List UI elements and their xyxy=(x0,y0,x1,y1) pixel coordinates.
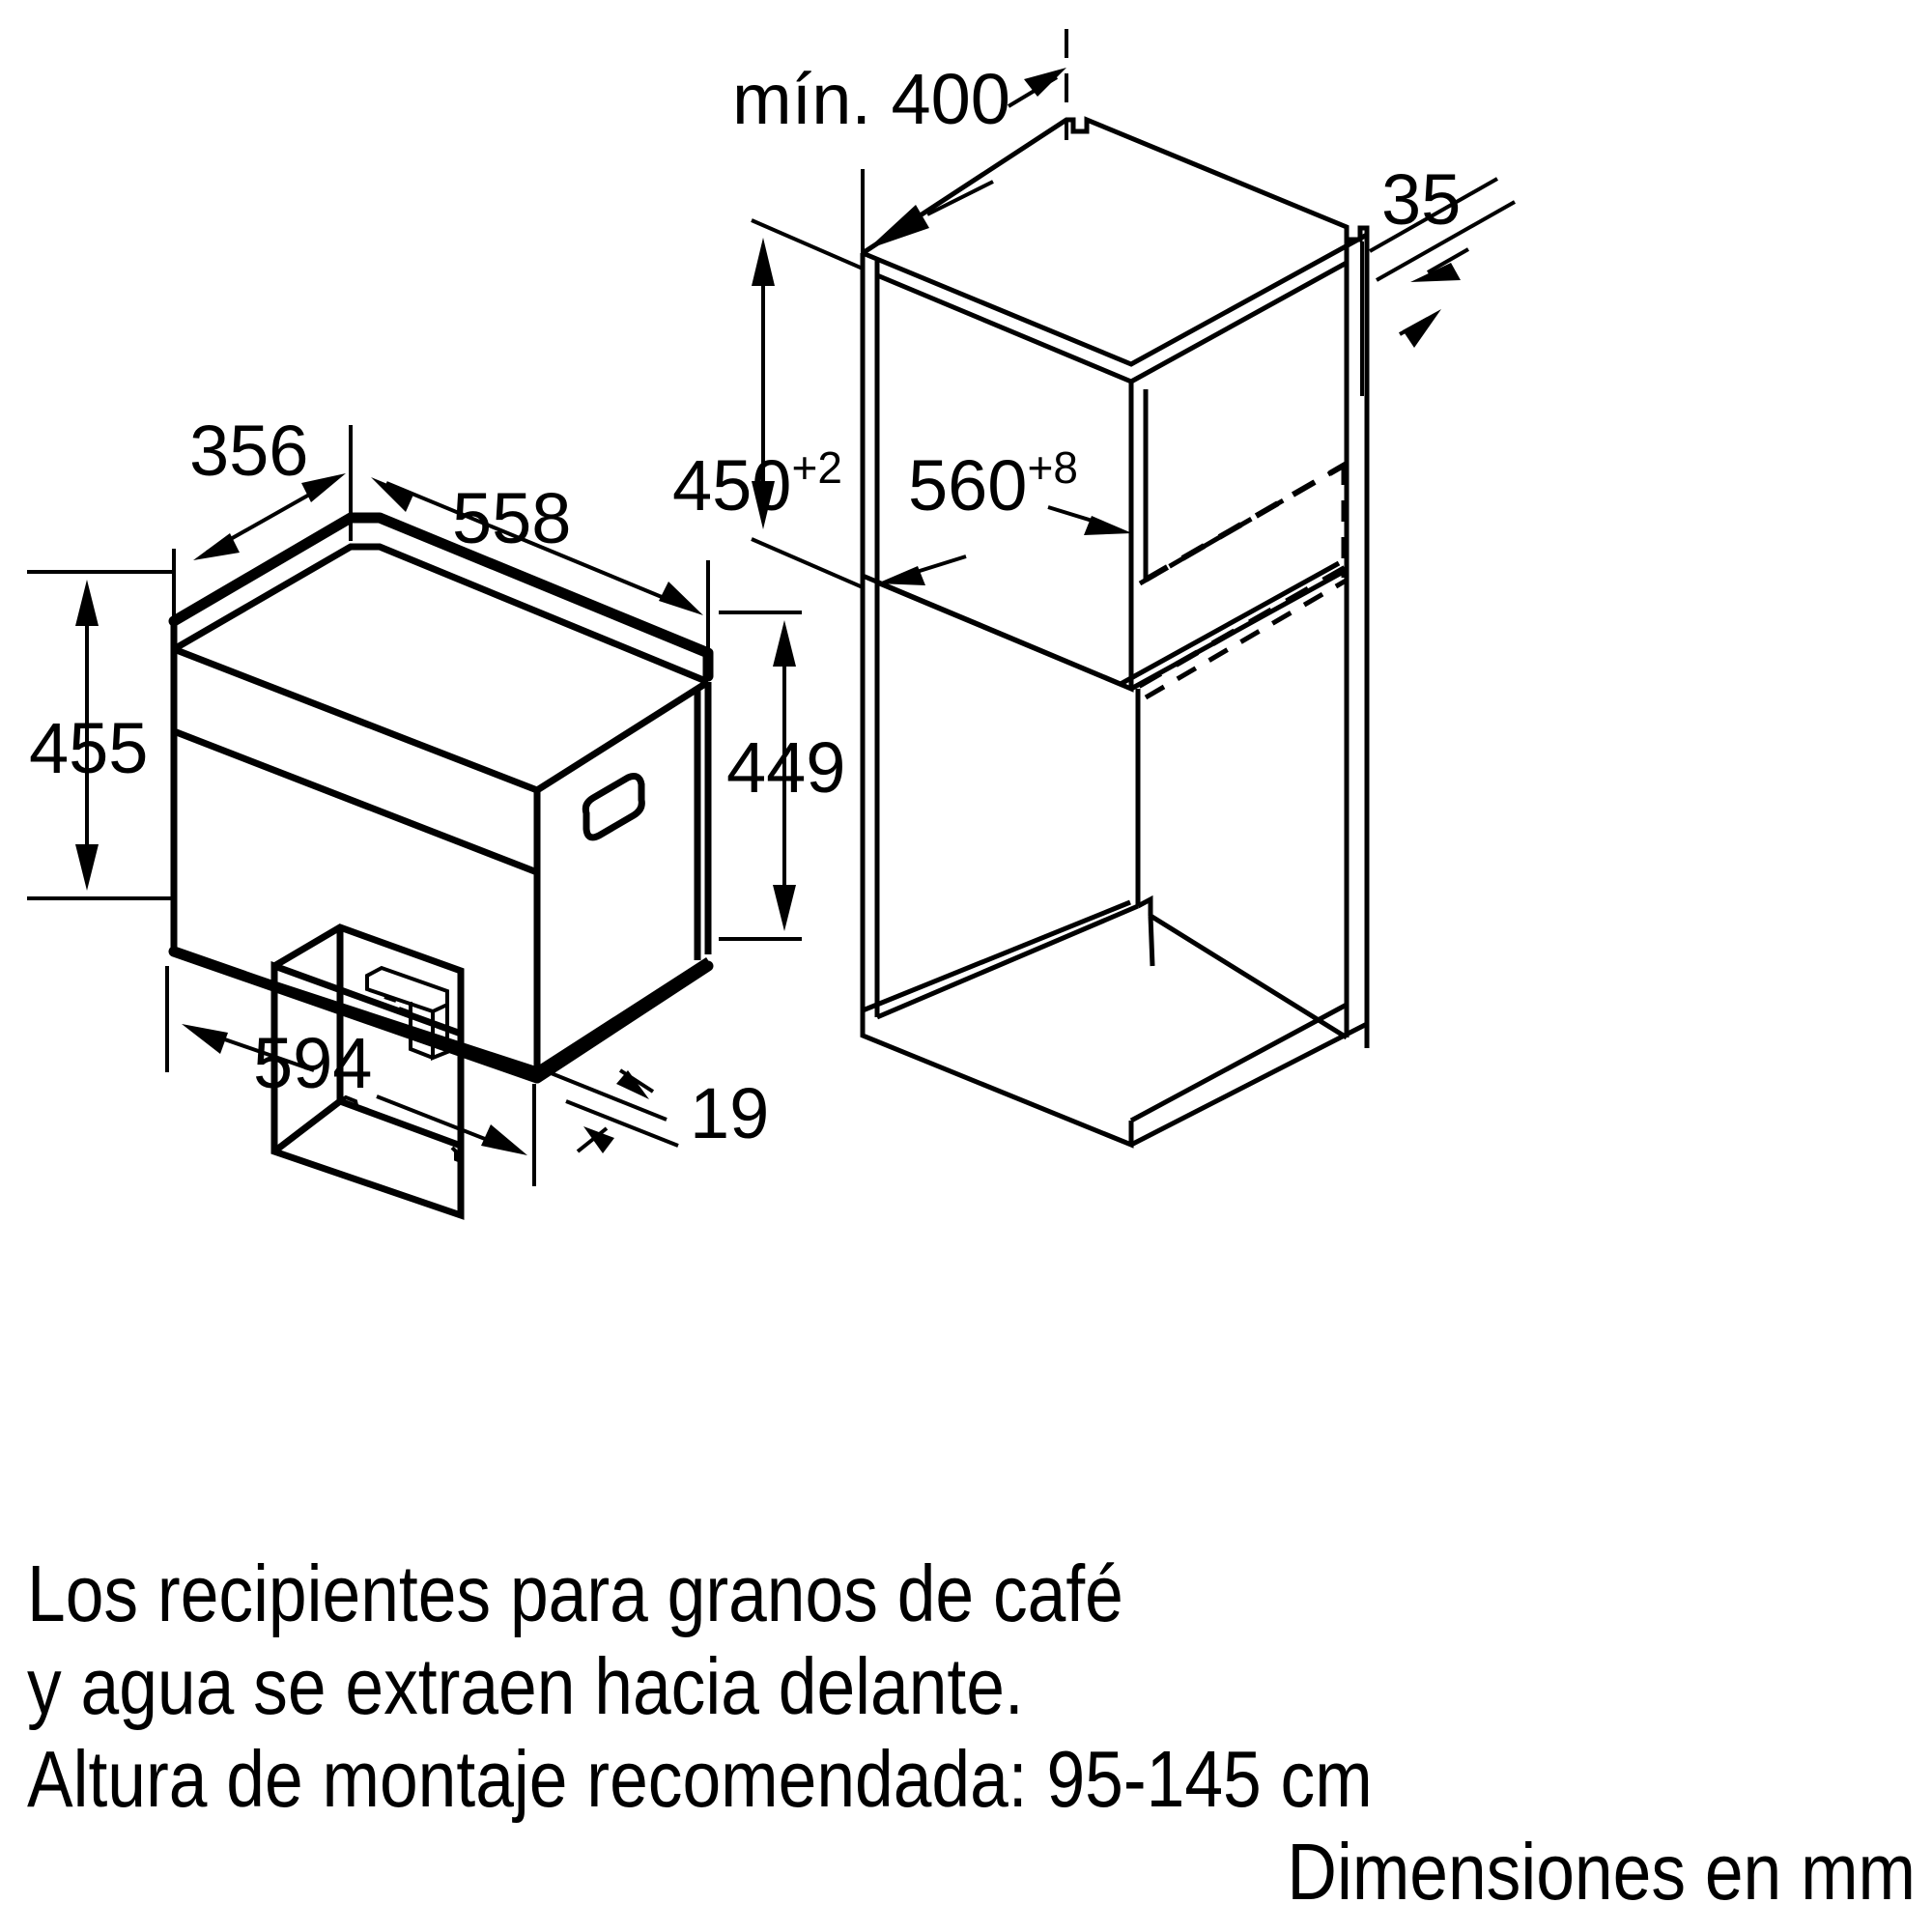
dim-label-356: 356 xyxy=(189,411,308,491)
appliance-front-panel xyxy=(170,649,541,1075)
dispenser-recess-floor xyxy=(338,1097,463,1150)
ext-line-450-top xyxy=(751,218,864,270)
coffee-dispenser-recess xyxy=(270,923,465,1220)
appliance-top-right-edge xyxy=(535,679,710,793)
dim-line-19-bottom xyxy=(576,1126,609,1153)
dispenser-tray-edge xyxy=(450,1146,462,1163)
cabinet-hidden-shelf-back-lower2 xyxy=(1144,577,1350,700)
arrowhead-558-right xyxy=(659,582,703,615)
dim-label-594: 594 xyxy=(253,1023,372,1103)
dispenser-spout-nozzle xyxy=(431,1005,449,1061)
arrowhead-455-top xyxy=(75,580,99,626)
ext-line-35-b xyxy=(1376,200,1516,282)
cabinet-isometric xyxy=(860,116,1370,1149)
dim-label-560: 560+8 xyxy=(908,442,1078,526)
appliance-dimension-lines: 356 558 455 449 xyxy=(27,411,845,1186)
ext-line-35-a xyxy=(1369,177,1498,253)
dim-line-558 xyxy=(385,481,691,611)
dim-label-450: 450+2 xyxy=(672,442,842,526)
cabinet-shelf-front-lower xyxy=(862,573,1122,687)
dispenser-spout-detail-2 xyxy=(398,1007,411,1014)
arrowhead-449-bottom xyxy=(773,885,796,931)
arrowhead-558-left xyxy=(371,477,413,512)
arrowhead-594-left xyxy=(182,1024,228,1054)
note-line-3: Altura de montaje recomendada: 95-145 cm xyxy=(27,1734,1373,1824)
dim-label-min-400: mín. 400 xyxy=(732,59,1010,139)
appliance-front-left-edge xyxy=(170,621,541,1070)
arrowhead-19-bottom xyxy=(583,1126,614,1153)
cabinet-shelf-right-lower xyxy=(1119,560,1341,687)
cabinet-top-outline xyxy=(861,116,1370,256)
cabinet-base-right-2 xyxy=(1129,1002,1349,1123)
dim-label-558: 558 xyxy=(452,478,571,558)
ext-line-19-b xyxy=(565,1099,679,1148)
cabinet-lower-floor-right xyxy=(1149,913,1349,1040)
dim-label-449: 449 xyxy=(726,727,845,808)
dim-line-35-upper xyxy=(1427,247,1469,274)
appliance-top-inner xyxy=(172,543,710,686)
ext-line-450-bottom xyxy=(751,537,864,589)
cabinet-top-front-edges xyxy=(862,232,1369,367)
appliance-isometric xyxy=(168,512,714,1220)
arrowhead-356-right xyxy=(301,473,346,502)
cabinet-lower-floor-left xyxy=(876,903,1139,1020)
cabinet-lower-corner-notch-2 xyxy=(1148,915,1155,967)
arrowhead-35-lower xyxy=(1403,309,1441,348)
arrowhead-560-right xyxy=(1084,516,1132,535)
dim-label-35: 35 xyxy=(1381,159,1461,240)
appliance-bottom-outline xyxy=(168,946,714,1084)
arrowhead-19-top xyxy=(616,1070,649,1099)
notes-block: Los recipientes para granos de café y ag… xyxy=(27,1548,1920,1918)
dim-line-400-lower xyxy=(926,180,994,216)
arrowhead-450-top xyxy=(752,238,775,286)
arrowhead-35-upper xyxy=(1410,263,1461,282)
note-line-1: Los recipientes para granos de café xyxy=(27,1548,1123,1638)
cabinet-shelf-right xyxy=(1129,567,1349,692)
arrowhead-449-top xyxy=(773,620,796,667)
dispenser-recess-top xyxy=(272,923,465,1034)
note-line-4: Dimensiones en mm xyxy=(1287,1827,1916,1917)
note-line-2: y agua se extraen hacia delante. xyxy=(27,1641,1024,1731)
arrowhead-356-left xyxy=(193,533,240,560)
appliance-control-panel-line xyxy=(172,727,539,876)
cabinet-lower-floor-left-2 xyxy=(862,899,1131,1013)
dim-label-19: 19 xyxy=(690,1073,769,1153)
cabinet-upper-interior-top-right xyxy=(1129,260,1349,384)
arrowhead-400-lower xyxy=(867,205,929,249)
cabinet-hidden-shelf-back-upper2 xyxy=(1138,461,1349,586)
appliance-side-handle xyxy=(582,773,645,841)
arrowhead-594-right xyxy=(481,1124,527,1155)
arrowhead-455-bottom xyxy=(75,844,99,891)
cabinet-base-right xyxy=(1129,1021,1369,1148)
dispenser-drip-tray-notch xyxy=(338,1094,359,1110)
arrowhead-560-left xyxy=(877,566,925,585)
cabinet-lower-corner-notch xyxy=(1136,895,1153,916)
dispenser-spout-detail xyxy=(384,995,397,1003)
arrowhead-400-upper xyxy=(1024,68,1066,97)
cabinet-dimension-lines: mín. 400 450+2 560+8 35 xyxy=(672,29,1516,589)
ext-line-19-a xyxy=(548,1070,668,1122)
dispenser-spout-nozzle-2 xyxy=(409,1002,434,1060)
dim-label-455: 455 xyxy=(29,708,148,788)
cabinet-base-front xyxy=(860,1010,1134,1149)
arrowhead-450-bottom xyxy=(752,481,775,529)
